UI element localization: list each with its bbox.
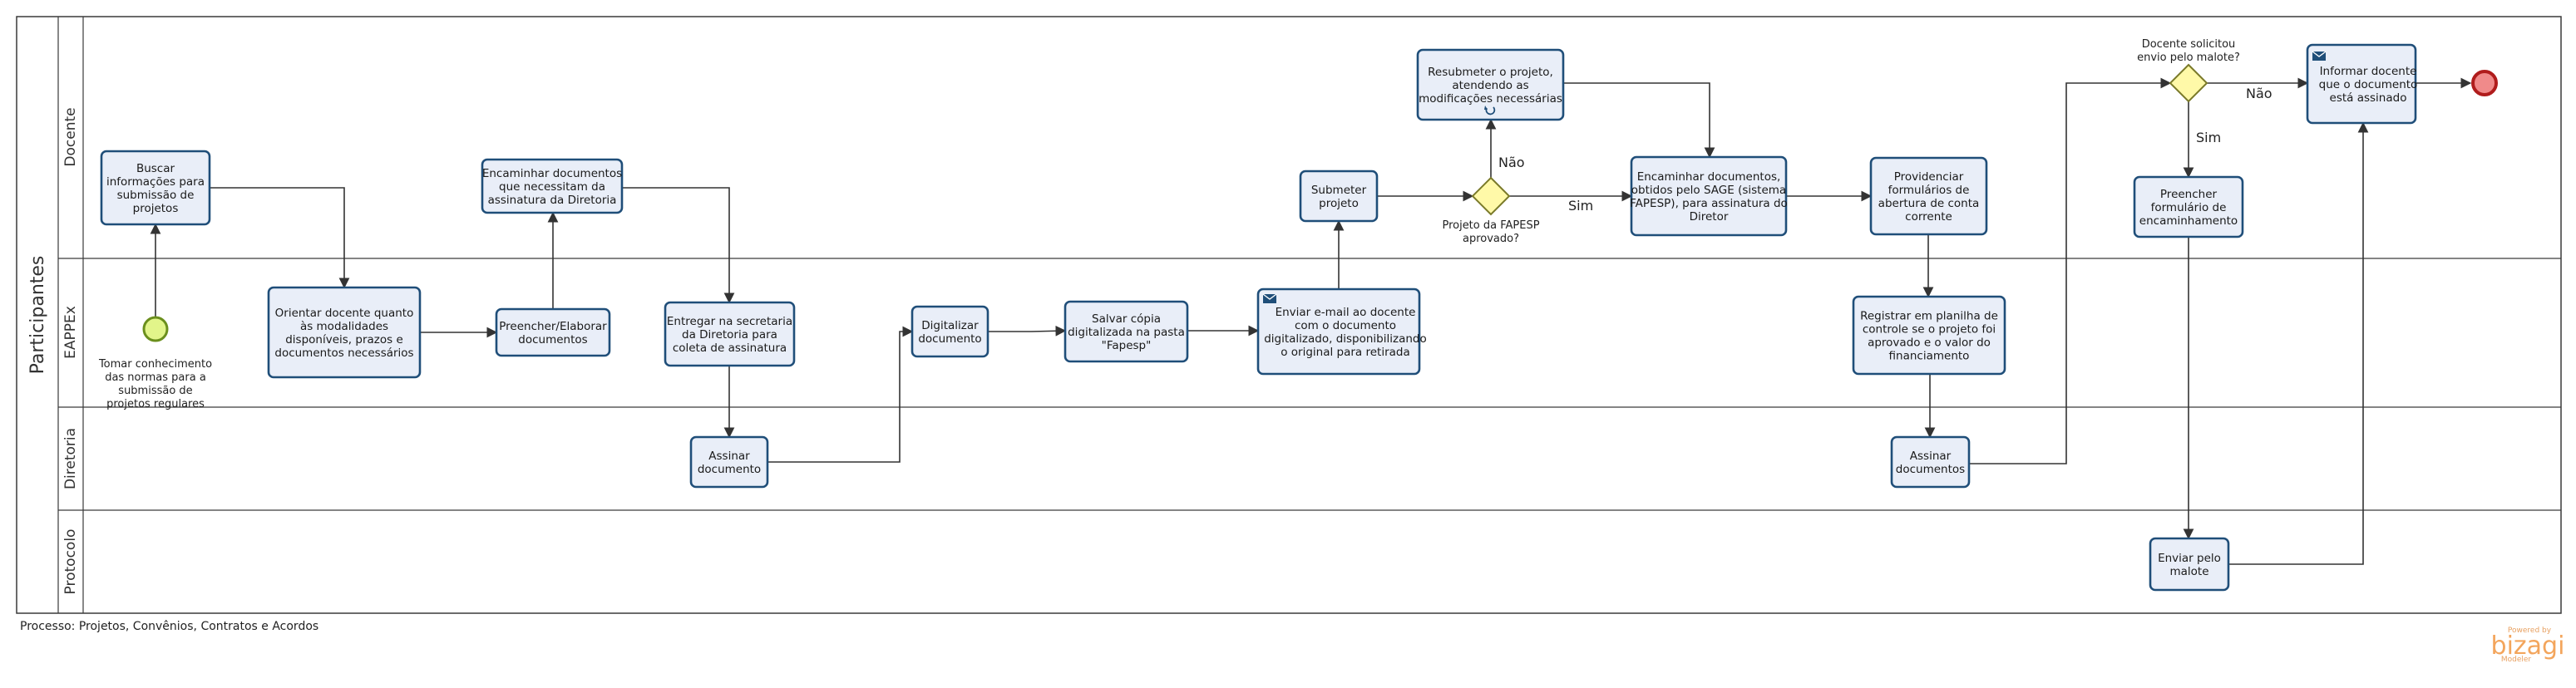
task-box[interactable]: [689, 435, 769, 489]
task-box[interactable]: [1063, 300, 1189, 363]
lane-label-diretoria: Diretoria: [62, 428, 79, 489]
bizagi-logo: Powered by bizagi Modeler: [2491, 627, 2565, 664]
flow-label-g1-yes: Sim: [1568, 198, 1593, 214]
process-footer: Processo: Projetos, Convênios, Contratos…: [20, 620, 318, 633]
lane-label-docente: Docente: [62, 107, 79, 166]
envelope-icon: [2312, 51, 2327, 61]
lane-label-eappex: EAPPEx: [62, 306, 79, 359]
task-box[interactable]: [1256, 287, 1421, 376]
end-event[interactable]: [2471, 70, 2498, 96]
bizagi-powered-text: Powered by: [2508, 627, 2552, 635]
task-box[interactable]: [1630, 155, 1788, 237]
task-box[interactable]: [664, 301, 796, 367]
task-box[interactable]: [495, 307, 611, 357]
pool-label: Participantes: [27, 256, 48, 375]
lane-label-protocolo: Protocolo: [62, 529, 79, 595]
task-box[interactable]: [910, 305, 989, 358]
flow-t7-t8: [988, 325, 1067, 337]
gateway-envio-malote[interactable]: [2169, 63, 2208, 103]
task-box[interactable]: [100, 150, 211, 226]
task-box[interactable]: [2306, 43, 2417, 125]
flow-t15-g2: [1969, 77, 2172, 464]
task-box[interactable]: [1416, 48, 1565, 121]
gateway-projeto-aprovado[interactable]: [1471, 176, 1511, 216]
loop-icon: [1484, 106, 1496, 115]
task-box[interactable]: [1890, 435, 1971, 489]
bizagi-edition-text: Modeler: [2501, 656, 2532, 664]
flow-label-g2-no: Não: [2246, 86, 2273, 101]
flow-t11-t12: [1563, 82, 1715, 159]
task-t12[interactable]: Encaminhar documentos,obtidos pelo SAGE …: [1630, 155, 1788, 237]
flow-label-g1-no: Não: [1498, 155, 1525, 170]
envelope-icon: [1262, 293, 1277, 303]
task-box[interactable]: [1869, 156, 1988, 236]
flow-t17-t18: [2228, 121, 2369, 565]
flow-t6-t7: [767, 326, 914, 463]
task-box[interactable]: [2149, 537, 2230, 592]
task-box[interactable]: [1299, 170, 1379, 223]
flow-t4-t5: [623, 187, 735, 304]
sequence-flows: [150, 77, 2472, 565]
task-box[interactable]: [2133, 175, 2244, 238]
task-label: Encaminhar documentos,obtidos pelo SAGE …: [1630, 170, 1788, 224]
bizagi-name-text: bizagi: [2491, 631, 2565, 661]
task-box[interactable]: [267, 286, 422, 379]
flow-label-g2-yes: Sim: [2196, 130, 2221, 145]
flow-t1-t2: [210, 187, 350, 289]
task-box[interactable]: [481, 158, 624, 214]
start-event[interactable]: [142, 316, 169, 342]
task-box[interactable]: [1852, 295, 2006, 376]
